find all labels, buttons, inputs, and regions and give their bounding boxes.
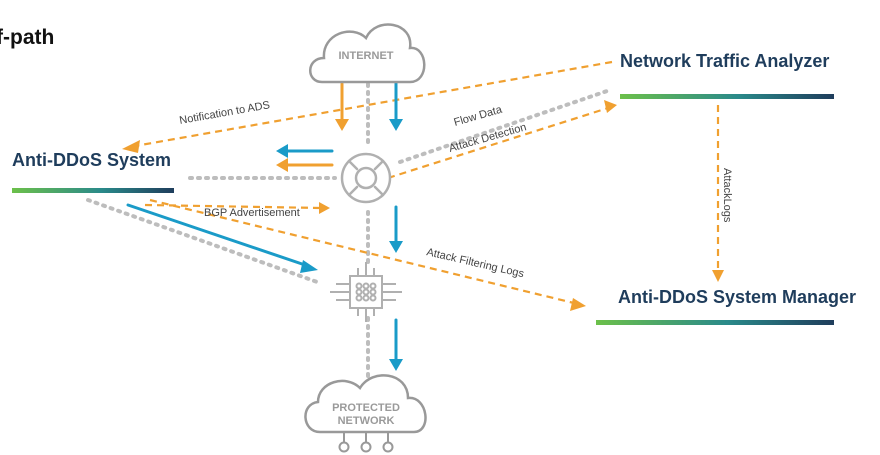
nta-underline-bar — [620, 94, 834, 99]
orange-dashed-arrows — [134, 60, 720, 306]
ads-underline-bar — [12, 188, 174, 193]
internet-label: INTERNET — [339, 50, 394, 62]
manager-underline-bar — [596, 320, 834, 325]
protected-label-line1: PROTECTED — [332, 402, 400, 414]
page-heading: f-path — [0, 26, 55, 49]
edge-label-filtering-logs: Attack Filtering Logs — [425, 246, 525, 280]
solid-arrows — [126, 78, 398, 362]
switch-chip-icon — [330, 262, 402, 322]
anti-ddos-system-label: Anti-DDoS System — [12, 150, 172, 170]
network-nodes-icon — [338, 432, 394, 453]
dotted-flow-lines — [86, 82, 612, 382]
edge-label-notification: Notification to ADS — [178, 99, 270, 127]
protected-network-cloud-icon — [304, 374, 427, 434]
anti-ddos-manager-label: Anti-DDoS System Manager — [618, 287, 857, 307]
edge-label-flow-data: Flow Data — [453, 103, 505, 128]
network-traffic-analyzer-label: Network Traffic Analyzer — [620, 51, 830, 71]
router-icon — [340, 152, 392, 204]
solid-arrowheads — [276, 119, 403, 371]
protected-label-line2: NETWORK — [338, 415, 395, 427]
edge-label-attack-logs: AttackLogs — [721, 168, 733, 223]
orange-arrowheads — [122, 100, 724, 311]
internet-cloud-icon — [309, 23, 426, 84]
edge-label-bgp: BGP Advertisement — [204, 207, 300, 219]
